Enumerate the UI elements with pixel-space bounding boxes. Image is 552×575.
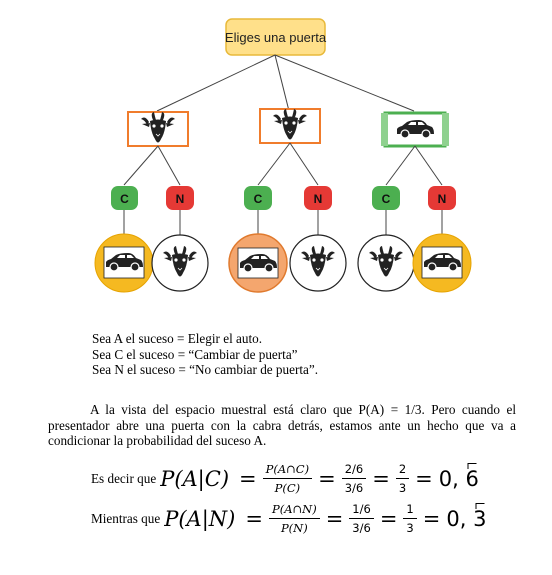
- result-value: 0, 3: [446, 506, 487, 531]
- formula-prefix: Mientras que: [91, 510, 161, 526]
- formula-prefix: Es decir que: [91, 470, 157, 486]
- fraction-2: 1/6 3/6: [349, 502, 374, 535]
- explanation-paragraph: A la vista del espacio muestral está cla…: [48, 402, 516, 448]
- root-label: Eliges una puerta: [225, 30, 327, 45]
- definitions: Sea A el suceso = Elegir el auto. Sea C …: [92, 331, 512, 378]
- outcome-3-stay: [412, 233, 472, 293]
- svg-text:C: C: [382, 192, 391, 206]
- badge-c-1: C: [111, 186, 138, 210]
- door-1: [127, 111, 189, 147]
- fraction-3: 1 3: [403, 502, 417, 535]
- formula-lhs: P(A|N): [164, 506, 236, 531]
- svg-text:C: C: [120, 192, 129, 206]
- fraction-1: P(A∩C) P(C): [262, 462, 313, 495]
- outcome-3-change: [357, 234, 415, 292]
- badge-n-2: N: [304, 186, 332, 210]
- door-2: [259, 108, 321, 144]
- root-branches: [156, 54, 415, 112]
- svg-text:N: N: [314, 192, 323, 206]
- fraction-1: P(A∩N) P(N): [268, 502, 320, 535]
- fraction-3: 2 3: [395, 462, 410, 495]
- outcome-2-change: [228, 233, 288, 293]
- formula-lhs: P(A|C): [160, 466, 230, 491]
- monty-hall-tree-diagram: Eliges una puerta C N C: [94, 18, 472, 293]
- door-branches: [123, 142, 443, 186]
- badge-n-3: N: [428, 186, 456, 210]
- fraction-2: 2/6 3/6: [341, 462, 367, 495]
- outcome-1-change: [94, 233, 154, 293]
- formula-stay: Mientras que P(A|N) = P(A∩N) P(N) = 1/6 …: [91, 502, 487, 535]
- door-3: [381, 111, 449, 148]
- definition-a: Sea A el suceso = Elegir el auto.: [92, 331, 263, 346]
- svg-text:N: N: [438, 192, 447, 206]
- badge-branches: [123, 210, 443, 235]
- badge-n-1: N: [166, 186, 194, 210]
- formula-change: Es decir que P(A|C) = P(A∩C) P(C) = 2/6 …: [91, 462, 479, 495]
- outcome-1-stay: [151, 234, 209, 292]
- badge-c-3: C: [372, 186, 400, 210]
- svg-text:C: C: [254, 192, 263, 206]
- result-value: 0, 6: [438, 466, 479, 491]
- svg-text:N: N: [176, 192, 185, 206]
- badge-c-2: C: [244, 186, 272, 210]
- outcome-2-stay: [289, 234, 347, 292]
- definition-c: Sea C el suceso = “Cambiar de puerta”: [92, 346, 298, 362]
- definition-n: Sea N el suceso = “No cambiar de puerta”…: [92, 362, 319, 377]
